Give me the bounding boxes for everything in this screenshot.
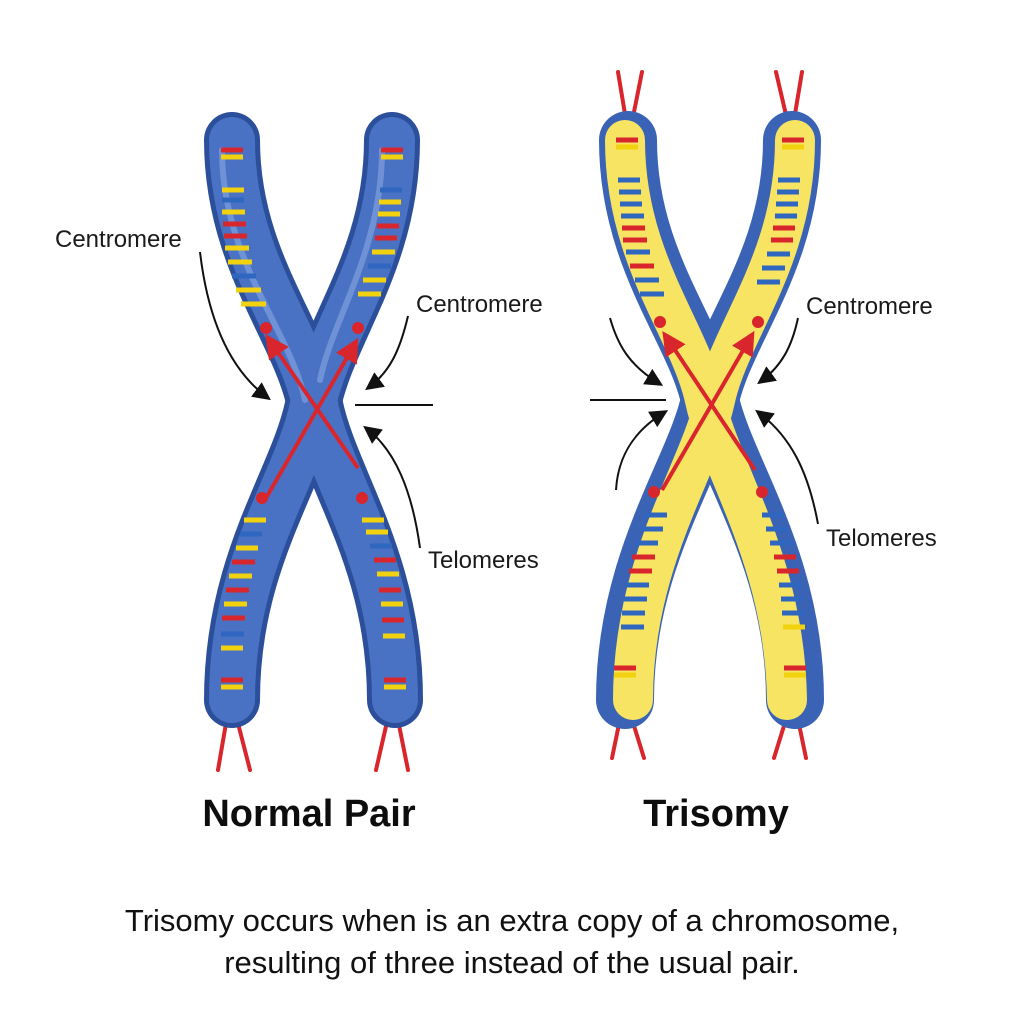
caption-line-1: Trisomy occurs when is an extra copy of …: [124, 903, 900, 938]
normal-chromosome: [204, 112, 423, 728]
trisomy-bands: [614, 137, 806, 678]
pointer-trisomy-telomeres: [755, 409, 819, 525]
trisomy-panel: Centromere Telomeres Trisomy: [590, 70, 937, 835]
label-centromere-right: Centromere: [416, 291, 543, 318]
normal-pointers: [199, 251, 433, 549]
label-trisomy-telomeres: Telomeres: [826, 525, 937, 552]
label-centromere-left: Centromere: [55, 226, 182, 253]
caption: Trisomy occurs when is an extra copy of …: [40, 900, 984, 984]
label-telomeres: Telomeres: [428, 547, 539, 574]
trisomy-title: Trisomy: [643, 793, 789, 835]
normal-pair-panel: Centromere Centromere Telomeres Normal P…: [55, 112, 543, 835]
pointer-trisomy-centromere-left: [609, 317, 664, 386]
pointer-trisomy-left-lower: [615, 410, 669, 491]
pointer-trisomy-centromere-right: [757, 317, 799, 385]
trisomy-chromosome: [596, 111, 824, 729]
label-trisomy-centromere: Centromere: [806, 293, 933, 320]
normal-bands: [221, 147, 406, 690]
normal-pair-title: Normal Pair: [202, 793, 416, 835]
pointer-centromere-right: [365, 315, 409, 391]
caption-line-2: resulting of three instead of the usual …: [224, 945, 800, 980]
pointer-telomeres: [363, 425, 421, 549]
normal-centromere-spindle: [264, 334, 360, 499]
trisomy-centromere-spindle: [660, 330, 757, 492]
trisomy-pointers: [590, 317, 819, 525]
pointer-centromere-left: [199, 251, 271, 401]
